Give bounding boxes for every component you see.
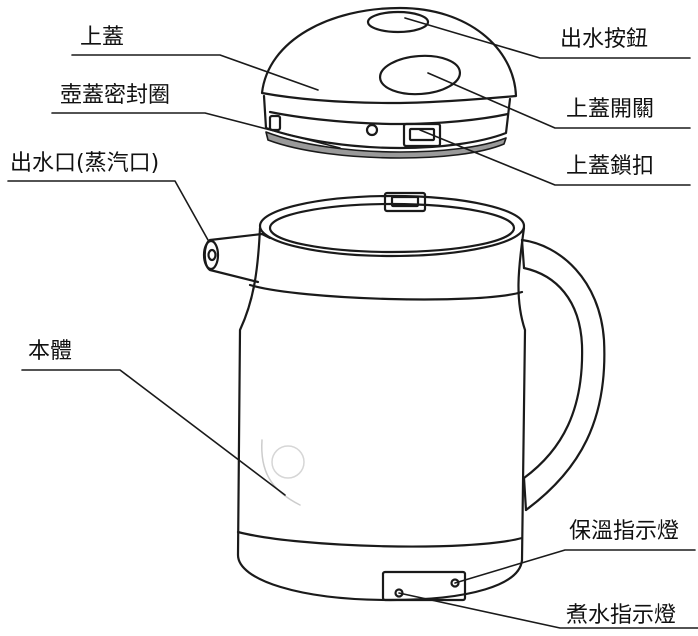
lid-lock (402, 122, 442, 148)
leader-pour-button (404, 17, 691, 59)
keep-warm-light (450, 578, 460, 588)
label-pour-button: 出水按鈕 (560, 27, 649, 52)
leader-lid-lock (419, 129, 691, 186)
leader-gasket (51, 112, 341, 149)
kettle-body (236, 191, 527, 602)
handle (520, 238, 606, 512)
label-keep-warm-light: 保溫指示燈 (569, 519, 680, 544)
lid (260, 6, 518, 159)
leader-spout (7, 180, 209, 241)
leader-keep-warm (454, 549, 696, 584)
label-lid-gasket: 壺蓋密封圈 (60, 83, 171, 108)
label-spout: 出水口(蒸汽口) (10, 151, 160, 176)
leader-lid (71, 54, 319, 91)
label-lid-switch: 上蓋開關 (566, 97, 655, 122)
leader-lid-switch (427, 72, 691, 129)
lid-switch (378, 54, 462, 96)
leader-boil (398, 592, 698, 629)
indicator-panel (381, 570, 467, 602)
label-lid: 上蓋 (80, 25, 125, 50)
lid-gasket (265, 131, 507, 159)
leader-lines (7, 17, 698, 629)
spout (202, 232, 272, 284)
label-lid-lock: 上蓋鎖扣 (566, 154, 655, 179)
pour-button (366, 10, 430, 34)
label-boil-light: 煮水指示燈 (566, 603, 677, 628)
leader-body (21, 369, 286, 496)
label-body: 本體 (28, 339, 73, 364)
